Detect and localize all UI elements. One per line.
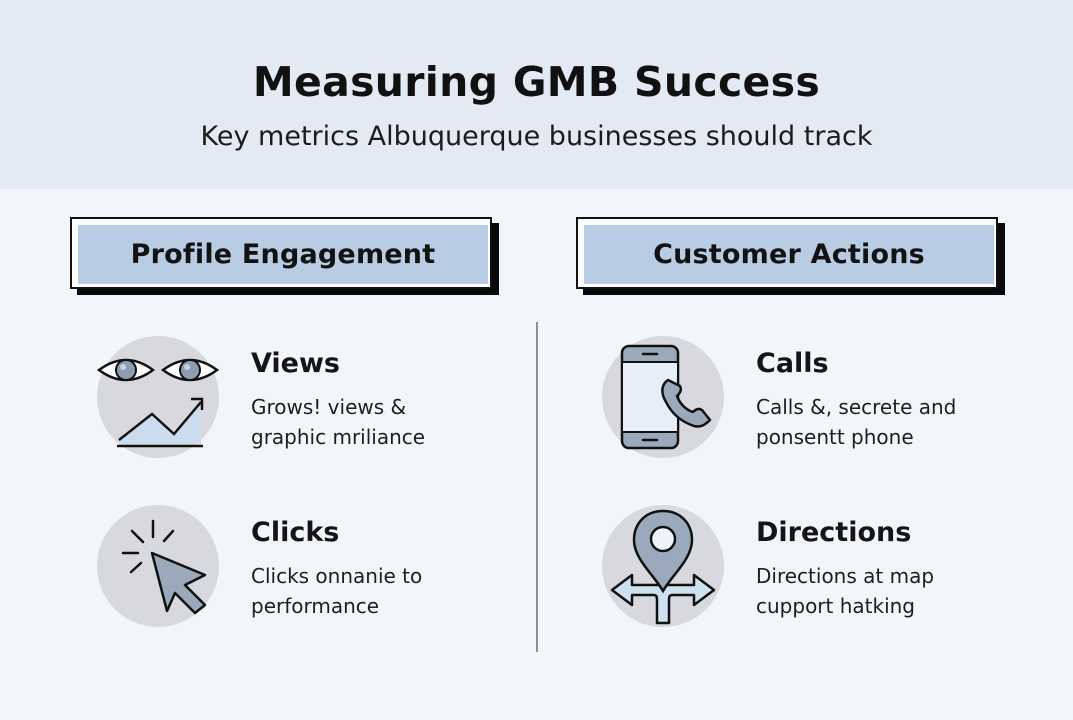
map-pin-directions-icon: [602, 505, 724, 627]
metric-title: Directions: [756, 517, 912, 548]
page-title: Measuring GMB Success: [252, 58, 821, 106]
section-header-customer-actions: Customer Actions: [576, 217, 998, 289]
metric-calls: Calls Calls &, secrete and ponsentt phon…: [602, 336, 1022, 466]
metric-description-line: performance: [251, 594, 380, 618]
metric-directions: Directions Directions at map cupport hat…: [602, 505, 1022, 635]
hero-banner: Measuring GMB Success Key metrics Albuqu…: [0, 0, 1073, 189]
metric-title: Clicks: [251, 517, 340, 548]
metric-title: Calls: [756, 348, 829, 379]
metric-title: Views: [251, 348, 341, 379]
metric-description-line: graphic mriliance: [251, 425, 426, 449]
metric-views: Views Grows! views & graphic mriliance: [97, 336, 517, 466]
column-divider: [536, 322, 538, 652]
metric-description: Directions at map cupport hatking: [756, 561, 1016, 621]
metric-description: Grows! views & graphic mriliance: [251, 392, 511, 452]
metric-clicks: Clicks Clicks onnanie to performance: [97, 505, 517, 635]
section-header-label: Customer Actions: [653, 239, 925, 270]
metric-description-line: ponsentt phone: [756, 425, 914, 449]
section-header-fill: Customer Actions: [584, 225, 994, 284]
section-header-profile-engagement: Profile Engagement: [70, 217, 492, 289]
metric-description-line: Clicks onnanie to: [251, 564, 423, 588]
eyes-with-growth-chart-icon: [97, 336, 219, 458]
metric-description-line: Calls &, secrete and: [756, 395, 957, 419]
metric-description: Clicks onnanie to performance: [251, 561, 511, 621]
cursor-click-icon: [97, 505, 219, 627]
section-header-fill: Profile Engagement: [78, 225, 488, 284]
metric-description-line: Grows! views &: [251, 395, 407, 419]
page-subtitle: Key metrics Albuquerque businesses shoul…: [200, 121, 873, 152]
metric-description: Calls &, secrete and ponsentt phone: [756, 392, 1016, 452]
smartphone-call-icon: [602, 336, 724, 458]
section-header-label: Profile Engagement: [130, 239, 436, 270]
metric-description-line: Directions at map: [756, 564, 935, 588]
metric-description-line: cupport hatking: [756, 594, 916, 618]
